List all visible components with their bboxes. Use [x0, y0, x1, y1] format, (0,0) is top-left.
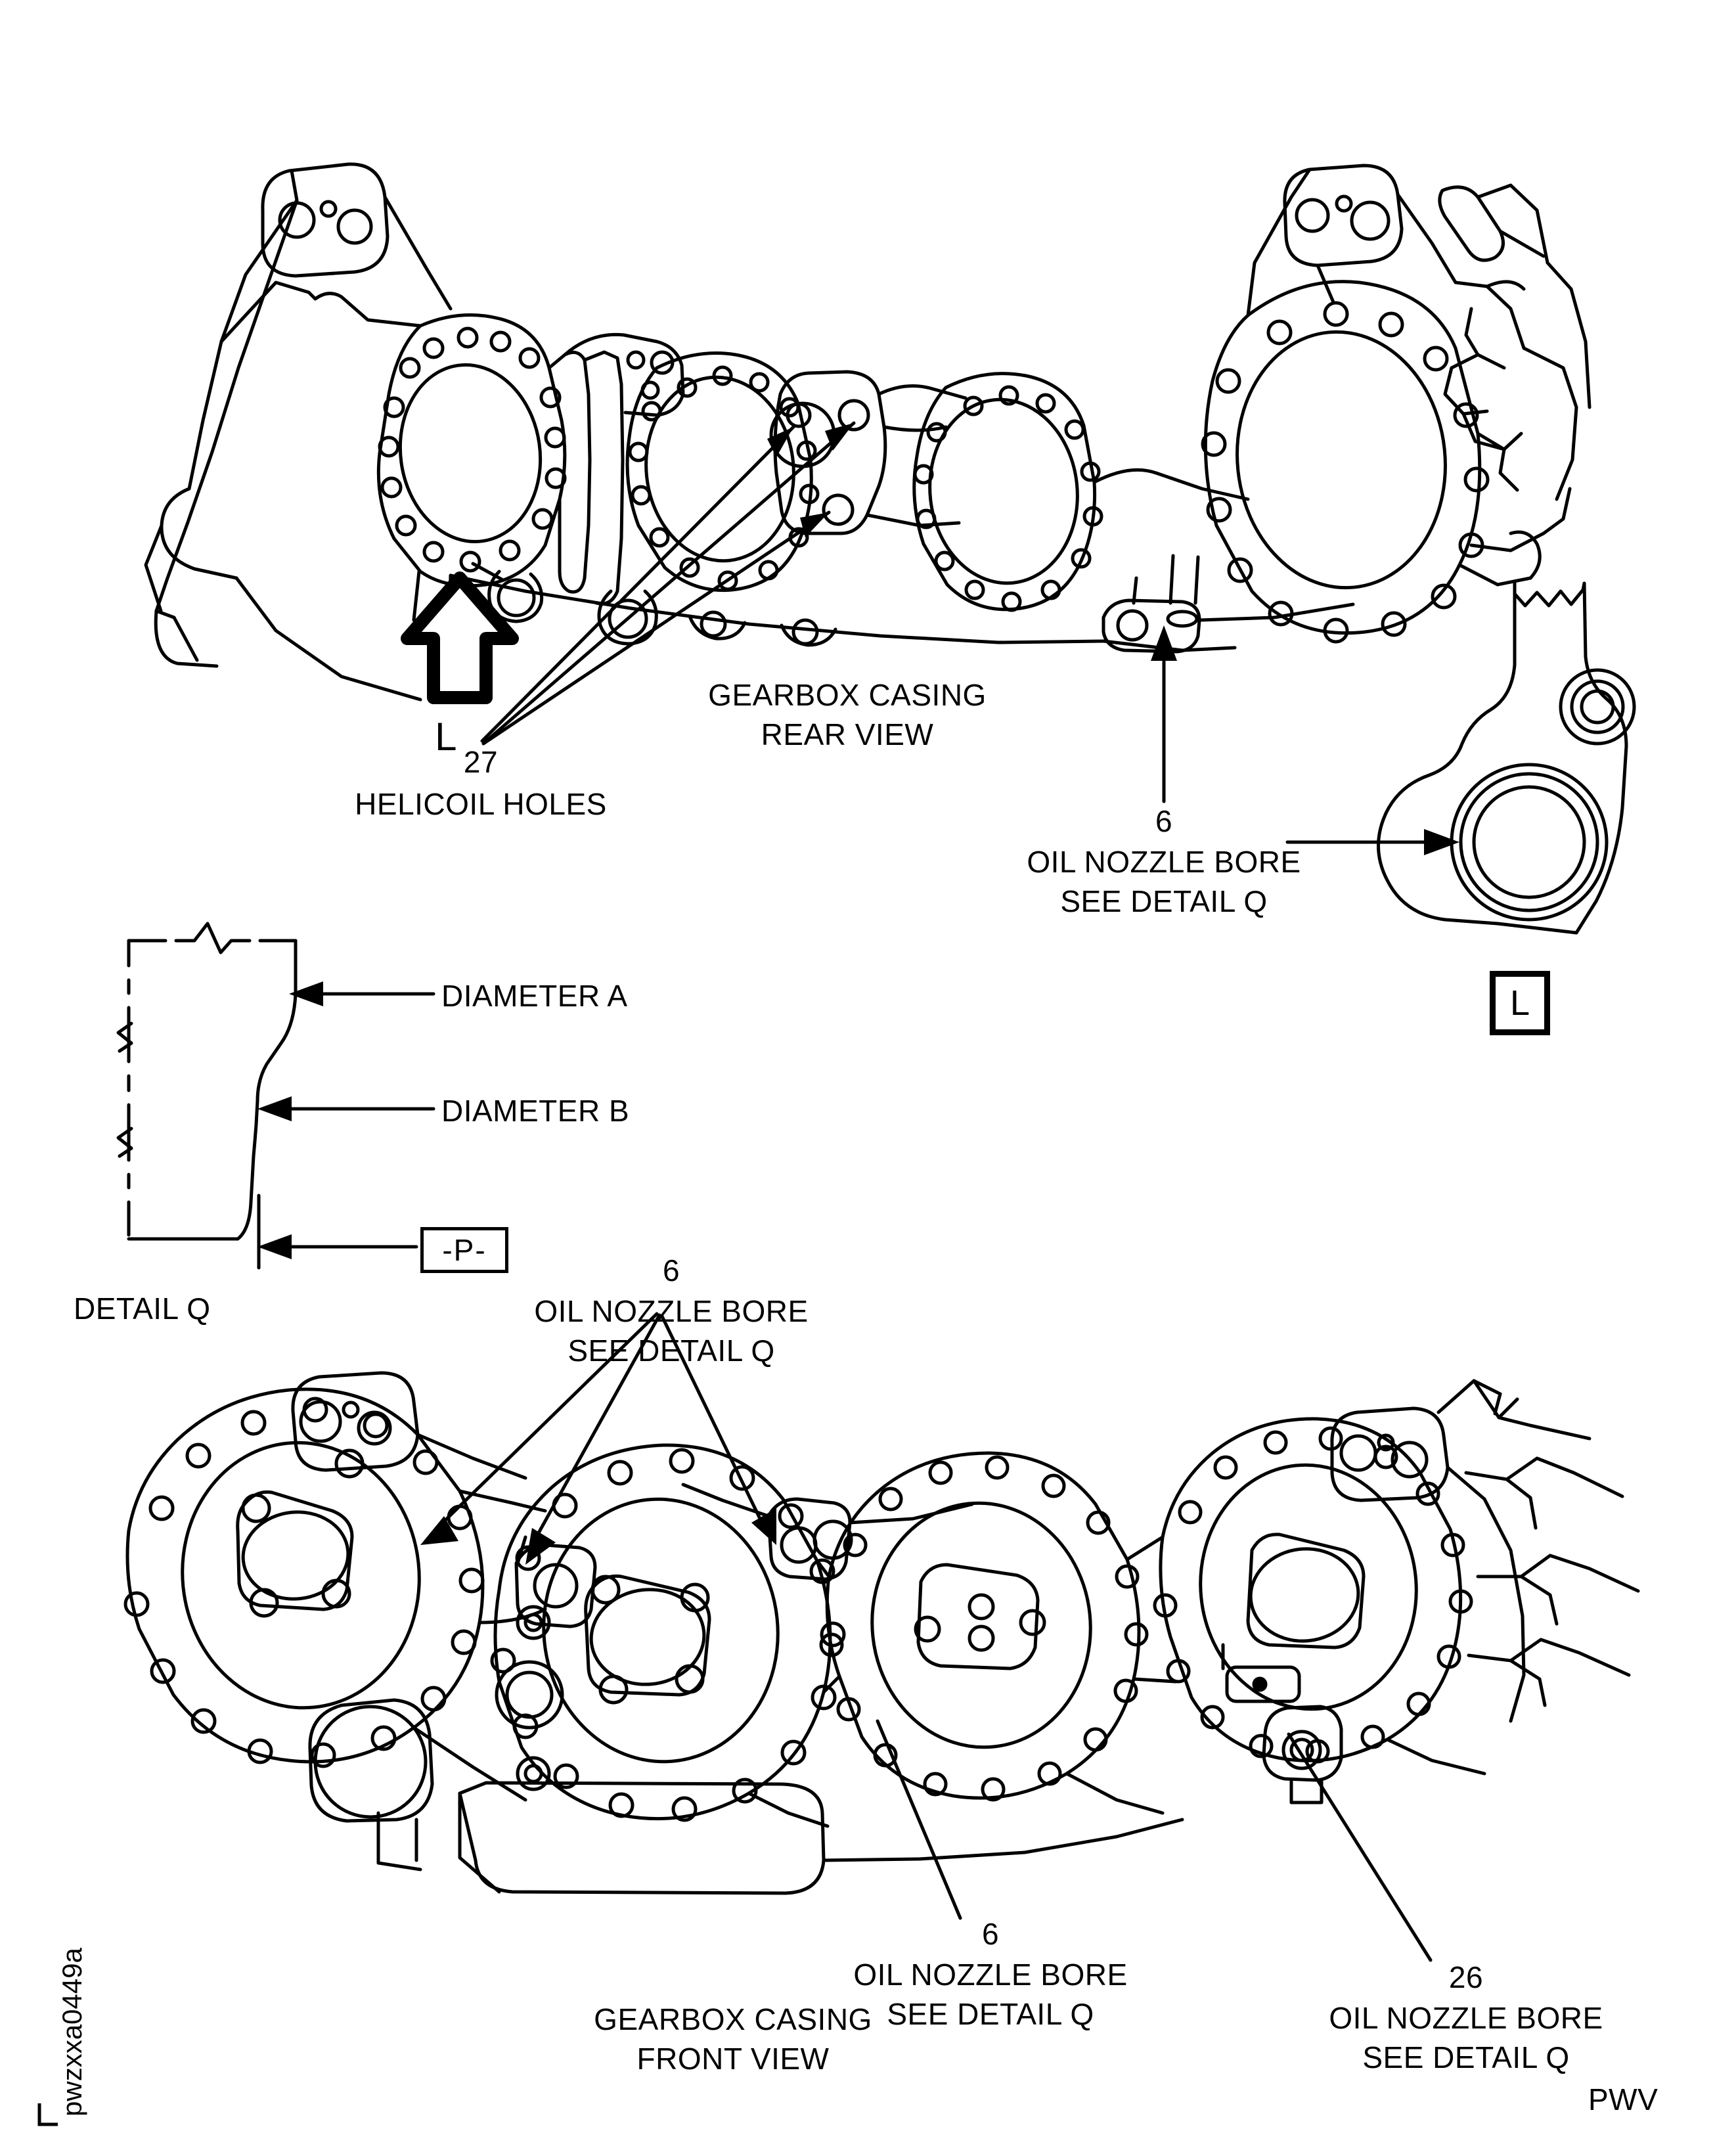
detail-L-lug	[1377, 581, 1636, 935]
front-callout-number-26: 26	[1448, 1960, 1484, 1994]
front-view-casing	[123, 1371, 1640, 1895]
rear-callout-oil-nozzle-bore-line1: OIL NOZZLE BORE	[1027, 845, 1301, 879]
detail-L-leader	[1285, 829, 1459, 855]
rear-callout-oil-nozzle-bore-line2: SEE DETAIL Q	[1060, 884, 1268, 918]
rear-oil-nozzle-leader	[1151, 625, 1177, 803]
detail-Q-section	[116, 922, 435, 1270]
rear-callout-number-6: 6	[1155, 804, 1173, 838]
front-callout-number-6-bottom: 6	[981, 1917, 1000, 1951]
figure-id-bracket	[37, 2103, 58, 2126]
detail-L-box: L	[1490, 971, 1550, 1035]
front-callout-oil-nozzle-bore-26-line2: SEE DETAIL Q	[1362, 2040, 1570, 2074]
sheet-code: PWV	[1588, 2082, 1658, 2116]
callout-text-helicoil-holes: HELICOIL HOLES	[355, 787, 607, 821]
view-direction-arrow-L	[401, 571, 519, 704]
rear-view-casing	[144, 162, 1591, 702]
front-view-leaders	[420, 1312, 1433, 1962]
front-callout-oil-nozzle-bore-top-line2: SEE DETAIL Q	[568, 1333, 775, 1368]
front-callout-number-6-top: 6	[662, 1253, 680, 1288]
rear-view-title-line2: REAR VIEW	[761, 717, 934, 751]
front-view-title-line1: GEARBOX CASING	[594, 2002, 872, 2036]
view-direction-label-L: L	[435, 715, 457, 759]
detail-q-datum-box: -P-	[420, 1227, 508, 1273]
detail-q-diameter-b-label: DIAMETER B	[441, 1094, 630, 1128]
figure-id-vertical: pwzxxa0449a	[56, 1948, 87, 2116]
front-callout-oil-nozzle-bore-bottom-line1: OIL NOZZLE BORE	[853, 1958, 1128, 1992]
detail-q-title: DETAIL Q	[74, 1291, 211, 1326]
front-view-title-line2: FRONT VIEW	[636, 2042, 830, 2076]
callout-number-27: 27	[463, 745, 499, 779]
front-callout-oil-nozzle-bore-bottom-line2: SEE DETAIL Q	[887, 1997, 1094, 2031]
front-callout-oil-nozzle-bore-26-line1: OIL NOZZLE BORE	[1329, 2001, 1603, 2035]
rear-view-title-line1: GEARBOX CASING	[708, 678, 987, 712]
helicoil-leaders	[480, 421, 856, 746]
detail-q-diameter-a-label: DIAMETER A	[441, 979, 628, 1013]
front-callout-oil-nozzle-bore-top-line1: OIL NOZZLE BORE	[534, 1294, 809, 1328]
